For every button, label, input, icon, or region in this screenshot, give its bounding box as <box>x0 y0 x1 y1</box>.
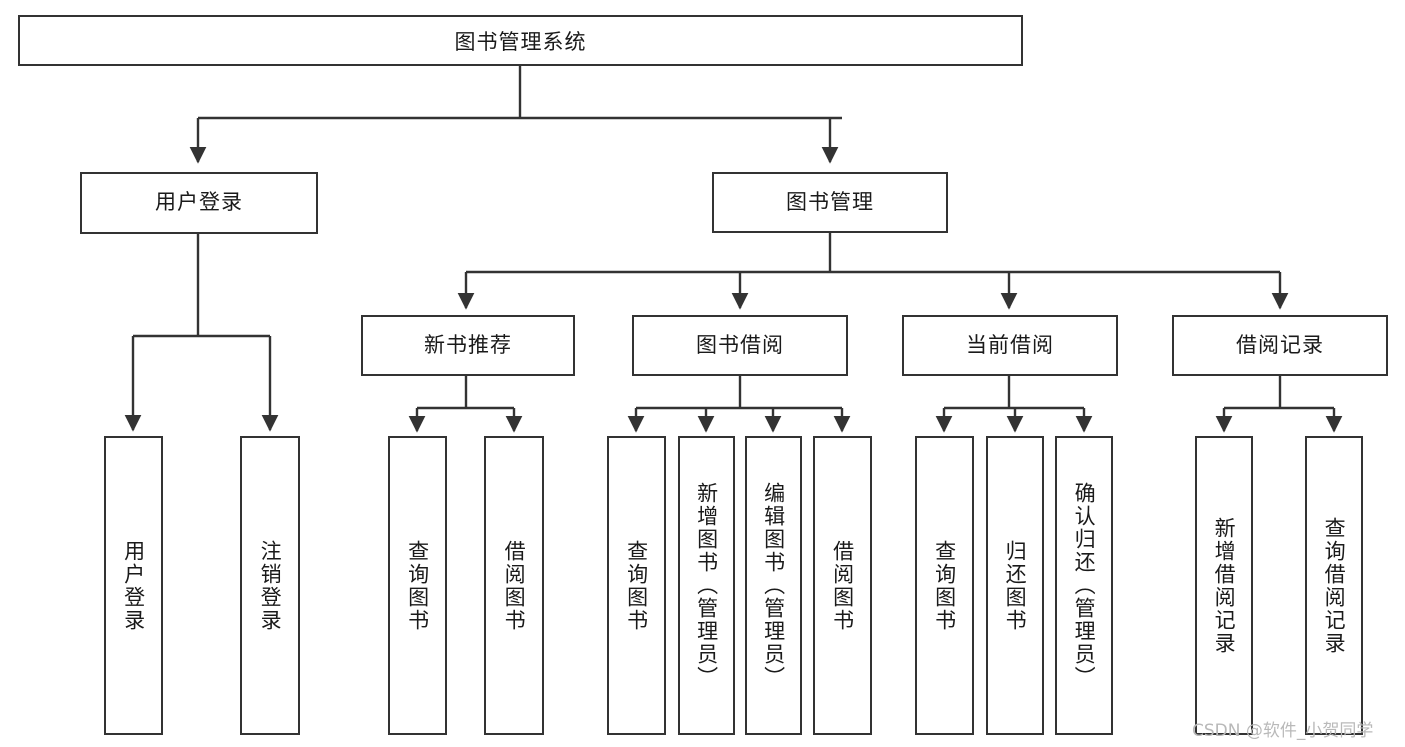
leaf-user-login-logout[interactable]: 注销登录 <box>240 436 300 735</box>
csdn-watermark: CSDN @软件_小贺同学 <box>1192 721 1374 741</box>
node-book-borrow[interactable]: 图书借阅 <box>632 315 848 376</box>
node-label: 编辑图书（管理员） <box>761 482 786 689</box>
leaf-current-borrow-query-book[interactable]: 查询图书 <box>915 436 974 735</box>
node-label: 查询图书 <box>624 539 649 632</box>
leaf-current-borrow-confirm-return-admin[interactable]: 确认归还（管理员） <box>1055 436 1113 735</box>
node-label: 查询图书 <box>932 539 957 632</box>
node-book-management[interactable]: 图书管理 <box>712 172 948 233</box>
leaf-book-borrow-borrow-book[interactable]: 借阅图书 <box>813 436 872 735</box>
leaf-book-borrow-add-book-admin[interactable]: 新增图书（管理员） <box>678 436 735 735</box>
node-label: 图书管理系统 <box>454 29 587 54</box>
leaf-book-borrow-edit-book-admin[interactable]: 编辑图书（管理员） <box>745 436 802 735</box>
node-label: 注销登录 <box>258 539 283 632</box>
leaf-new-book-borrow-book[interactable]: 借阅图书 <box>484 436 544 735</box>
leaf-user-login-login[interactable]: 用户登录 <box>104 436 163 735</box>
node-label: 新增借阅记录 <box>1212 516 1237 655</box>
node-label: 归还图书 <box>1003 539 1028 632</box>
node-new-book-recommend[interactable]: 新书推荐 <box>361 315 575 376</box>
node-label: 图书借阅 <box>696 332 784 357</box>
node-label: 借阅图书 <box>502 539 527 632</box>
node-label: 确认归还（管理员） <box>1072 482 1097 689</box>
node-label: 用户登录 <box>121 539 146 632</box>
leaf-current-borrow-return-book[interactable]: 归还图书 <box>986 436 1044 735</box>
node-label: 借阅图书 <box>830 539 855 632</box>
node-label: 新书推荐 <box>424 332 512 357</box>
node-label: 借阅记录 <box>1236 332 1324 357</box>
node-label: 查询借阅记录 <box>1322 516 1347 655</box>
node-label: 图书管理 <box>786 189 874 214</box>
node-root-book-management-system[interactable]: 图书管理系统 <box>18 15 1023 66</box>
node-label: 当前借阅 <box>966 332 1054 357</box>
leaf-borrow-record-query-record[interactable]: 查询借阅记录 <box>1305 436 1363 735</box>
leaf-book-borrow-query-book[interactable]: 查询图书 <box>607 436 666 735</box>
leaf-new-book-query-book[interactable]: 查询图书 <box>388 436 447 735</box>
node-borrow-record[interactable]: 借阅记录 <box>1172 315 1388 376</box>
node-label: 用户登录 <box>155 190 243 215</box>
node-current-borrow[interactable]: 当前借阅 <box>902 315 1118 376</box>
leaf-borrow-record-add-record[interactable]: 新增借阅记录 <box>1195 436 1253 735</box>
node-user-login[interactable]: 用户登录 <box>80 172 318 234</box>
node-label: 查询图书 <box>405 539 430 632</box>
node-label: 新增图书（管理员） <box>694 482 719 689</box>
